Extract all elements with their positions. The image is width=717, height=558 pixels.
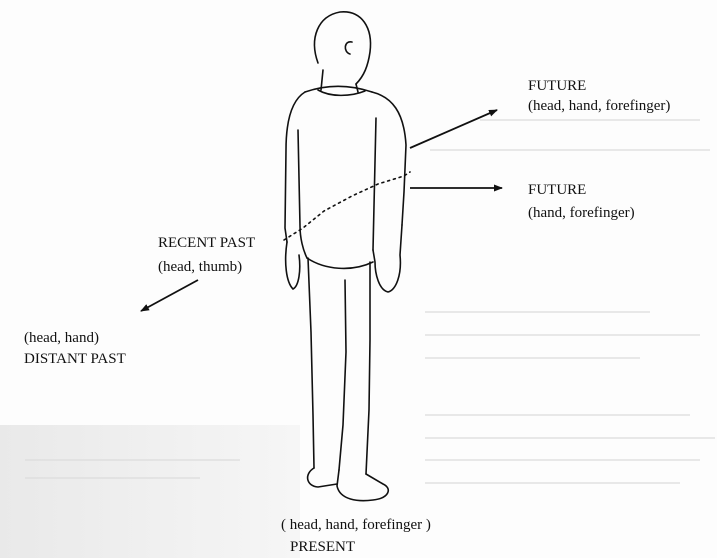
- distant-past-title: DISTANT PAST: [24, 350, 126, 369]
- arrow-future-upper: [410, 110, 497, 148]
- figure-right-hand: [373, 225, 402, 292]
- future-lower-title: FUTURE: [528, 181, 586, 200]
- recent-past-detail: (head, thumb): [158, 258, 242, 277]
- recent-past-title: RECENT PAST: [158, 234, 255, 253]
- distant-past-detail: (head, hand): [24, 329, 99, 348]
- present-detail: ( head, hand, forefinger ): [281, 516, 431, 535]
- future-upper-title: FUTURE: [528, 77, 586, 96]
- timeline-dotted: [284, 172, 410, 240]
- figure-left-hand: [286, 242, 300, 289]
- figure-ear: [345, 42, 352, 54]
- future-lower-detail: (hand, forefinger): [528, 204, 635, 223]
- paper-shadow: [0, 425, 300, 558]
- future-upper-detail: (head, hand, forefinger): [528, 97, 670, 116]
- figure-left-foot: [308, 468, 337, 487]
- figure-right-foot: [337, 470, 388, 501]
- present-title: PRESENT: [290, 538, 355, 557]
- arrow-distant-past: [141, 280, 198, 311]
- standing-figure: [285, 12, 406, 501]
